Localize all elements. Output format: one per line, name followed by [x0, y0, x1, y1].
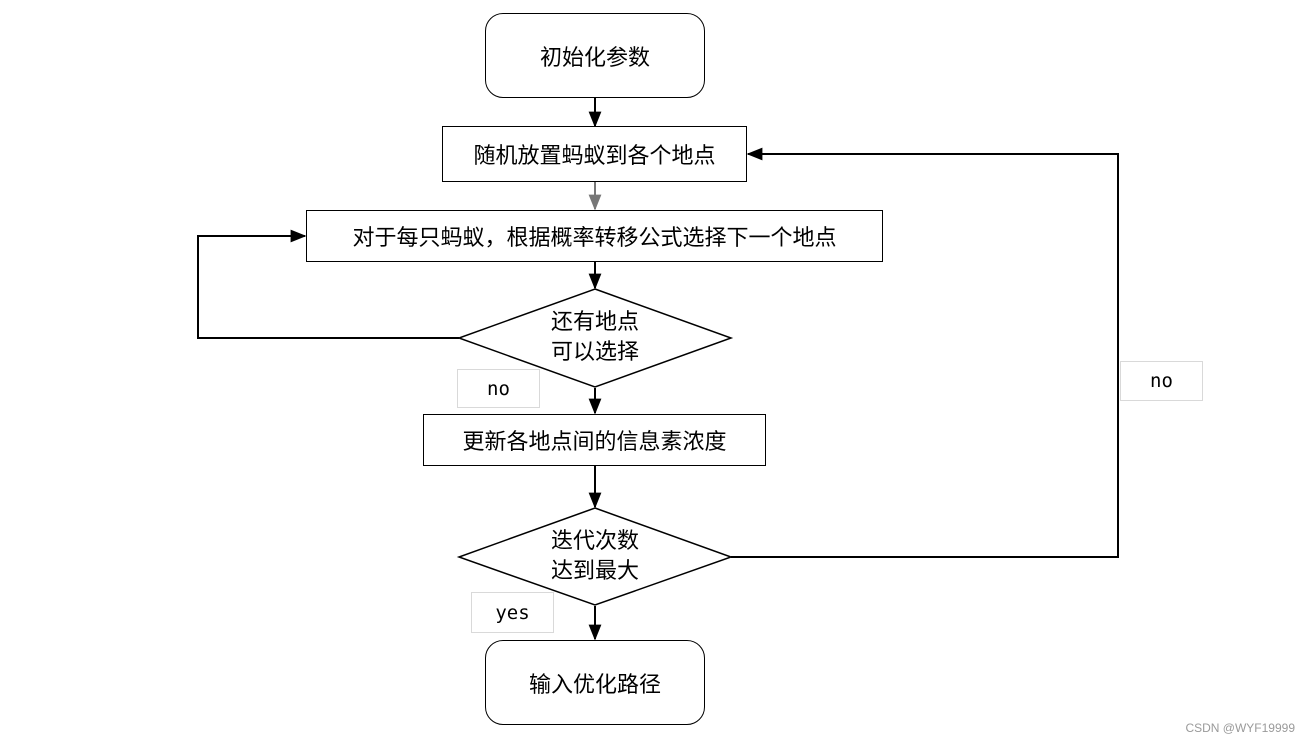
start-node-label: 初始化参数 [539, 45, 650, 71]
place-ants-label: 随机放置蚂蚁到各个地点 [473, 144, 716, 169]
start-node: 初始化参数 [485, 13, 705, 98]
decision-more-label: 还有地点 可以选择 [520, 308, 670, 368]
end-node: 输入优化路径 [485, 640, 705, 725]
edge-label-yes: yes [471, 592, 554, 633]
watermark: CSDN @WYF19999 [1185, 721, 1295, 735]
update-node: 更新各地点间的信息素浓度 [423, 414, 766, 466]
decision-more-line-1: 还有地点 [550, 310, 639, 335]
decision-more-shape [456, 288, 734, 388]
place-ants-node: 随机放置蚂蚁到各个地点 [442, 126, 747, 182]
decision-iter-line-2: 达到最大 [550, 559, 639, 584]
update-label: 更新各地点间的信息素浓度 [462, 430, 727, 455]
edge-label-no-outer: no [1120, 361, 1203, 401]
select-next-label: 对于每只蚂蚁，根据概率转移公式选择下一个地点 [352, 226, 837, 251]
arrow-loop-select [197, 229, 459, 339]
edge-label-no-inner: no [457, 369, 540, 408]
decision-iter-shape [456, 507, 734, 606]
decision-more-line-2: 可以选择 [550, 340, 639, 365]
arrow-loop-place [731, 147, 1119, 558]
decision-iter-label: 迭代次数 达到最大 [520, 527, 670, 587]
select-next-node: 对于每只蚂蚁，根据概率转移公式选择下一个地点 [306, 210, 883, 262]
end-node-label: 输入优化路径 [528, 672, 661, 698]
decision-iter-line-1: 迭代次数 [550, 529, 639, 554]
